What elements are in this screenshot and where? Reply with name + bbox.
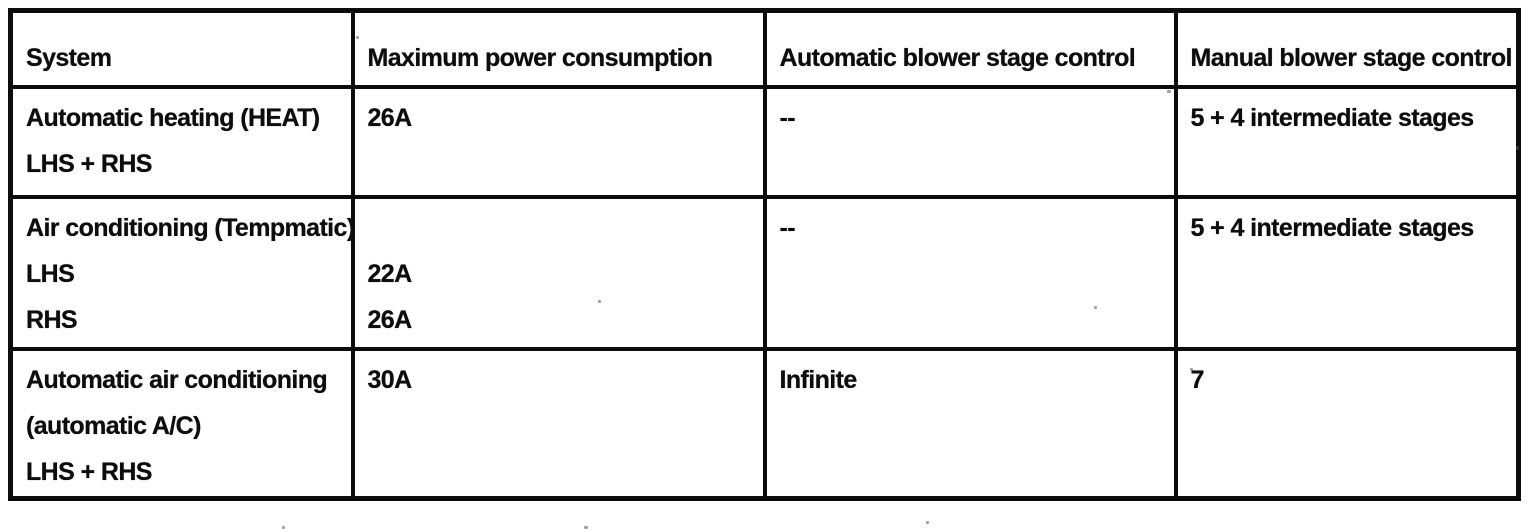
cell-auto-blower: --	[762, 84, 1178, 199]
scan-noise-dot	[1516, 146, 1519, 150]
scan-noise-dot	[926, 521, 929, 524]
header-cell-manual-blower: Manual blower stage control	[1173, 8, 1521, 89]
cell-line: Infinite	[779, 365, 858, 394]
cell-line: 26A	[367, 305, 413, 334]
cell-line: 30A	[367, 365, 413, 394]
table-row-automatic-heating: Automatic heating (HEAT) LHS + RHS 26A -…	[8, 84, 1521, 199]
cell-line: 7	[1190, 365, 1205, 394]
cell-system: Automatic air conditioning (automatic A/…	[8, 346, 355, 501]
header-label-system: System	[26, 43, 112, 72]
cell-line	[368, 205, 759, 251]
cell-line: RHS	[26, 305, 78, 334]
cell-max-power: 30A	[350, 346, 767, 501]
header-cell-max-power: Maximum power consumption	[350, 8, 767, 89]
cell-max-power: 22A 26A	[350, 194, 767, 351]
scan-noise-dot	[356, 36, 359, 39]
header-cell-system: System	[8, 8, 355, 89]
table-row-automatic-air-conditioning: Automatic air conditioning (automatic A/…	[8, 346, 1521, 501]
header-label-max-power: Maximum power consumption	[367, 43, 713, 72]
scan-noise-dot	[1167, 90, 1171, 93]
header-label-manual-blower: Manual blower stage control	[1190, 43, 1513, 72]
blower-spec-table: System Maximum power consumption Automat…	[8, 8, 1521, 501]
cell-line: LHS + RHS	[26, 149, 152, 178]
cell-line: --	[779, 103, 796, 132]
cell-auto-blower: --	[762, 194, 1178, 351]
cell-line: (automatic A/C)	[26, 411, 201, 440]
cell-manual-blower: 5 + 4 intermediate stages	[1173, 194, 1521, 351]
cell-line: 22A	[367, 259, 413, 288]
cell-line: LHS	[26, 259, 75, 288]
scan-noise-dot	[584, 526, 588, 529]
cell-system: Air conditioning (Tempmatic) LHS RHS	[8, 194, 355, 351]
header-row: System Maximum power consumption Automat…	[8, 8, 1521, 89]
scan-noise-dot	[282, 526, 285, 529]
scan-noise-dot	[1094, 306, 1097, 309]
header-cell-auto-blower: Automatic blower stage control	[762, 8, 1178, 89]
scan-noise-dot	[598, 300, 601, 303]
cell-line: --	[779, 213, 796, 242]
table-row-air-conditioning-tempmatic: Air conditioning (Tempmatic) LHS RHS 22A…	[8, 194, 1521, 351]
cell-manual-blower: 5 + 4 intermediate stages	[1173, 84, 1521, 199]
cell-line: 26A	[367, 103, 413, 132]
scanned-page: System Maximum power consumption Automat…	[8, 8, 1521, 501]
cell-max-power: 26A	[350, 84, 767, 199]
cell-line: Automatic heating (HEAT)	[26, 103, 320, 132]
cell-line: 5 + 4 intermediate stages	[1190, 103, 1475, 132]
header-label-auto-blower: Automatic blower stage control	[779, 43, 1136, 72]
cell-line: 5 + 4 intermediate stages	[1190, 213, 1475, 242]
scan-noise-dot	[1190, 368, 1193, 371]
cell-line: LHS + RHS	[26, 457, 152, 486]
cell-line: Automatic air conditioning	[26, 365, 328, 394]
cell-line: Air conditioning (Tempmatic)	[26, 213, 353, 242]
cell-auto-blower: Infinite	[762, 346, 1178, 501]
cell-manual-blower: 7	[1173, 346, 1521, 501]
cell-system: Automatic heating (HEAT) LHS + RHS	[8, 84, 355, 199]
